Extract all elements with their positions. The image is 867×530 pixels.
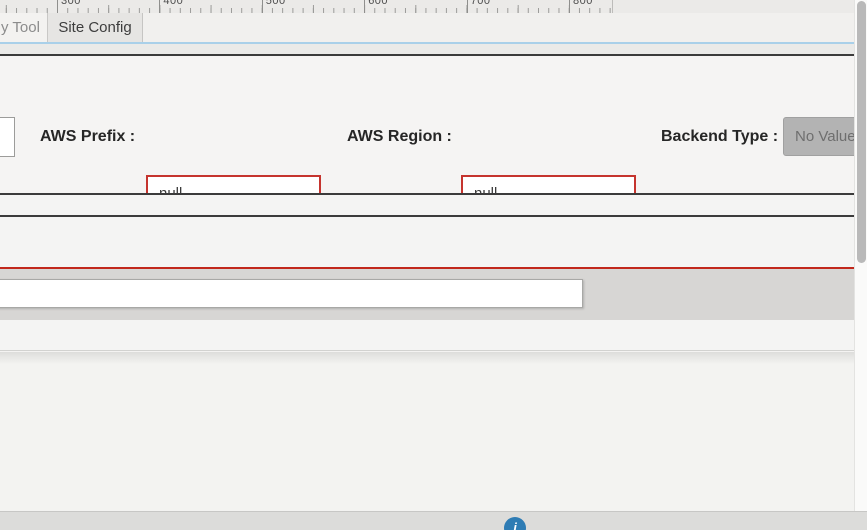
tab-site-config-label: Site Config — [58, 19, 132, 36]
ruler-ticks: 300 400 500 600 700 800 — [0, 0, 613, 13]
cutoff-left-input[interactable] — [0, 117, 15, 157]
footer-bar: i — [0, 511, 867, 530]
ruler-mark-800: 800 — [569, 0, 593, 13]
ruler-mark-300: 300 — [57, 0, 81, 13]
ruler-mark-500: 500 — [261, 0, 286, 13]
backend-type-value-box[interactable]: No Value — [783, 117, 863, 156]
backend-type-label: Backend Type : — [661, 128, 779, 145]
info-icon[interactable]: i — [504, 517, 526, 530]
wide-text-input[interactable] — [0, 279, 583, 308]
empty-section-2 — [0, 217, 854, 267]
ruler-mark-700: 700 — [466, 0, 491, 13]
tab-site-config[interactable]: Site Config — [48, 13, 143, 42]
input-band — [0, 269, 854, 320]
divider-line-mid-1 — [0, 193, 854, 195]
aws-region-label: AWS Region : — [347, 128, 452, 145]
ruler-mark-400: 400 — [159, 0, 183, 13]
tab-y-tool-label: y Tool — [1, 19, 40, 36]
aws-prefix-label: AWS Prefix : — [40, 128, 136, 145]
vertical-scrollbar[interactable] — [854, 0, 867, 511]
ruler-mark-600: 600 — [364, 0, 388, 13]
empty-section-1 — [0, 195, 854, 215]
tab-bar: y Tool Site Config — [0, 13, 854, 42]
tab-gap — [0, 44, 854, 54]
divider-line-top — [0, 54, 854, 56]
site-config-form: AWS Prefix : AWS Region : Backend Type :… — [0, 56, 863, 212]
empty-section-3 — [0, 320, 854, 351]
divider-line-red — [0, 267, 854, 269]
scrollbar-thumb[interactable] — [857, 1, 866, 263]
divider-line-mid-2 — [0, 215, 854, 217]
tab-y-tool[interactable]: y Tool — [0, 13, 48, 42]
lower-panel — [0, 352, 854, 511]
tab-underline — [0, 42, 854, 44]
horizontal-ruler: 300 400 500 600 700 800 — [0, 0, 854, 13]
